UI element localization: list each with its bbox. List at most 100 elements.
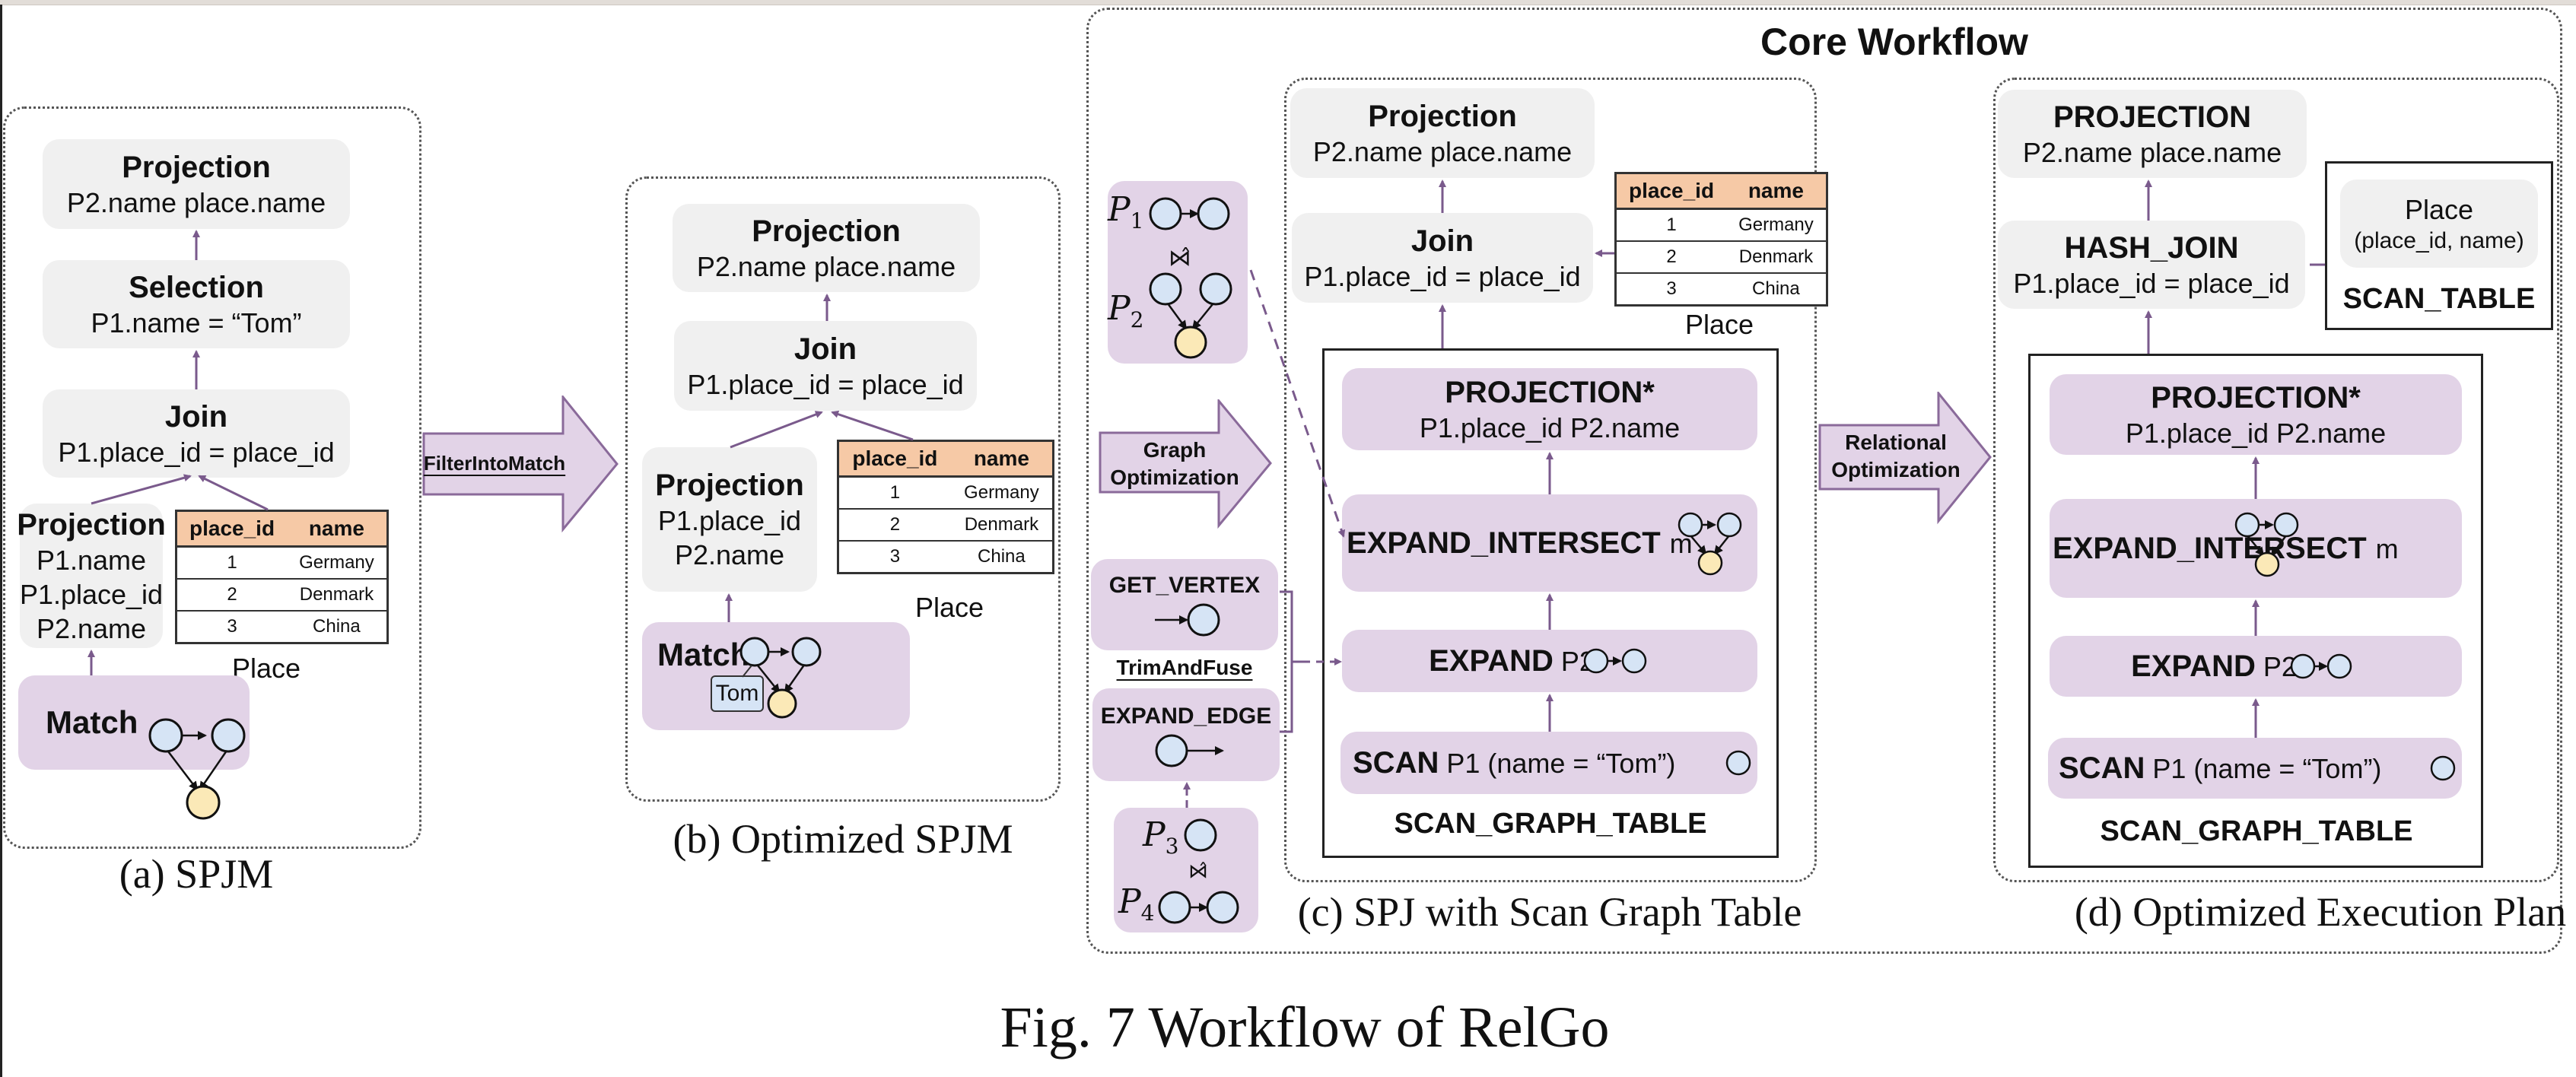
panel-d-caption: (d) Optimized Execution Plan (2074, 889, 2567, 935)
node-title: PROJECTION* (2151, 380, 2361, 415)
panel-b-inner-projection-node: Projection P1.place_id P2.name (642, 447, 817, 592)
node-title: Projection (122, 150, 271, 184)
table-cell: 1 (1615, 208, 1727, 242)
expand-edge-node: EXPAND_EDGE (1092, 688, 1280, 781)
node-title: Join (1410, 224, 1474, 258)
node-title: PROJECTION* (1445, 375, 1655, 409)
node-title: Join (793, 332, 857, 366)
math-symbol: P (1108, 289, 1131, 328)
column-header: place_id (176, 510, 288, 548)
node-detail: P1.name = “Tom” (91, 307, 302, 338)
column-header: place_id (1615, 172, 1727, 210)
node-title: EXPAND_INTERSECT (1347, 526, 1661, 560)
panel-b-join-node: Join P1.place_id = place_id (674, 321, 977, 411)
graph-optimization-arrow-icon (1099, 399, 1272, 529)
filter-into-match-label: FilterIntoMatch (423, 452, 566, 475)
panel-c-projection-node: Projection P2.name place.name (1290, 88, 1595, 178)
node-detail: P1.place_id P2.name (1419, 411, 1681, 443)
node-detail: P1.place_id = place_id (1304, 260, 1581, 292)
node-title: SCAN (1353, 746, 1439, 780)
table-cell: Germany (950, 475, 1054, 510)
filter-into-match-arrow-icon (422, 396, 619, 532)
panel-b-projection-node: Projection P2.name place.name (673, 204, 980, 292)
math-subscript: 3 (1165, 833, 1179, 859)
node-title: Projection (655, 469, 804, 502)
panel-c-expand-node: EXPAND P2 (1342, 630, 1757, 692)
panel-c-expand-intersect-node: EXPAND_INTERSECT m (1342, 494, 1757, 592)
node-title: Match (657, 637, 750, 672)
node-line: P1.place_id (657, 505, 802, 536)
join-symbol-1: ⋈̂ (1169, 246, 1191, 271)
math-subscript: 2 (1130, 307, 1144, 332)
panel-d-hash-join-node: HASH_JOIN P1.place_id = place_id (1998, 221, 2305, 309)
join-symbol-2: ⋈̂ (1188, 859, 1208, 882)
node-detail: P2.name place.name (696, 250, 956, 282)
math-symbol: P (1108, 190, 1131, 229)
arrow-label-line: Relational (1845, 430, 1947, 454)
table-cell: China (1726, 272, 1827, 307)
node-detail: P2.name place.name (66, 186, 326, 218)
node-detail: P1.place_id P2.name (2125, 417, 2387, 449)
panel-d-projection-star-node: PROJECTION* P1.place_id P2.name (2050, 374, 2462, 455)
table-cell: Denmark (287, 578, 388, 612)
node-title: GET_VERTEX (1108, 573, 1261, 598)
arrow-label-line: Optimization (1831, 458, 1961, 481)
table-cell: 1 (838, 475, 951, 510)
math-symbol: P (1118, 882, 1141, 921)
arrow-label-line: Graph (1143, 437, 1207, 462)
panel-d-scan-node: SCAN P1 (name = “Tom”) (2048, 738, 2462, 799)
panel-a-match-node: Match (18, 675, 250, 770)
table-cell: 3 (838, 540, 951, 574)
table-cell: Germany (1726, 208, 1827, 242)
graph-optimization-label: Graph Optimization (1099, 430, 1251, 498)
table-cell: 2 (1615, 240, 1727, 274)
table-cell: 1 (176, 545, 288, 580)
math-symbol: P (1143, 815, 1166, 854)
node-detail: P1 (name = “Tom”) (1446, 747, 1676, 779)
panel-b-match-node: Match (642, 622, 910, 730)
panel-c-join-node: Join P1.place_id = place_id (1292, 213, 1593, 303)
table-cell: Germany (287, 545, 388, 580)
table-cell: Denmark (1726, 240, 1827, 274)
node-detail: P2.name place.name (1312, 135, 1573, 167)
panel-d-scan-table-group (2325, 161, 2553, 330)
node-title: HASH_JOIN (2064, 230, 2239, 265)
table-cell: 2 (176, 578, 288, 612)
node-title: EXPAND_EDGE (1100, 704, 1272, 729)
table-cell: China (287, 610, 388, 644)
node-detail: m (2375, 532, 2399, 564)
core-workflow-title: Core Workflow (1760, 21, 2028, 63)
node-title: Projection (17, 507, 166, 542)
pattern-p1-label: P1 (1108, 190, 1143, 234)
column-header: name (287, 510, 388, 548)
panel-d-place-table-node: Place (place_id, name) (2340, 180, 2538, 268)
column-header: name (1726, 172, 1827, 210)
table-cell: 3 (1615, 272, 1727, 307)
node-title: Match (46, 704, 138, 740)
node-detail: P2 (1560, 645, 1595, 677)
arrow-label-line: Optimization (1110, 465, 1239, 489)
panel-c-scan-node: SCAN P1 (name = “Tom”) (1340, 732, 1757, 794)
node-detail: P1.place_id = place_id (58, 436, 335, 468)
panel-b-caption: (b) Optimized SPJM (673, 816, 1013, 862)
node-title: EXPAND (1429, 644, 1554, 678)
trim-and-fuse-label: TrimAndFuse (1116, 656, 1253, 679)
relational-optimization-arrow-icon (1818, 392, 1992, 525)
panel-c-group-label: SCAN_GRAPH_TABLE (1394, 808, 1707, 840)
panel-a-inner-projection-node: Projection P1.name P1.place_id P2.name (17, 504, 166, 648)
panel-c-caption: (c) SPJ with Scan Graph Table (1297, 889, 1802, 935)
column-header: place_id (838, 440, 951, 478)
panel-d-frame (1993, 78, 2559, 882)
node-title: EXPAND_INTERSECT (2053, 532, 2367, 565)
node-line: P1.name (36, 544, 147, 576)
panel-a-projection-node: Projection P2.name place.name (43, 139, 350, 229)
node-line: P2.name (674, 539, 785, 570)
math-subscript: 4 (1140, 900, 1155, 926)
